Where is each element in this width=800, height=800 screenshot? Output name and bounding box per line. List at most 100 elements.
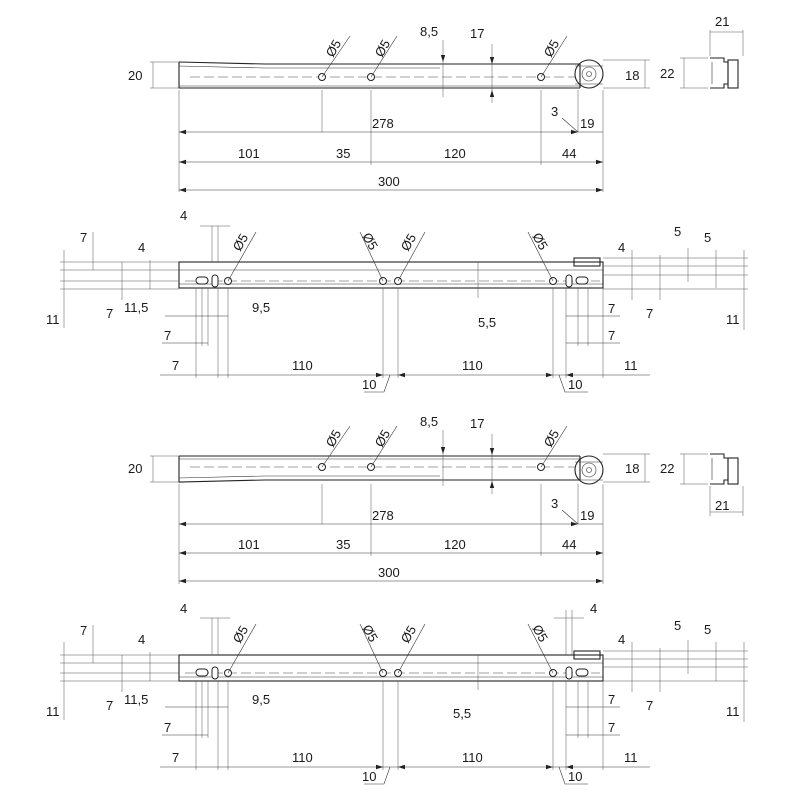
dim-10-b: 10	[568, 769, 582, 784]
dim-r5-a: 5	[674, 618, 681, 633]
dim-19: 19	[580, 116, 594, 131]
profile-cross-section-bottom: 22 21	[660, 453, 744, 516]
dim-d3: Ø5	[398, 623, 420, 646]
dim-r5-b: 5	[704, 622, 711, 637]
dim-110-a: 110	[292, 750, 313, 765]
dim-r5-a: 5	[674, 224, 681, 239]
rail-outline	[178, 455, 581, 483]
dim-d3: Ø5	[541, 37, 563, 60]
dim-4-top: 4	[180, 208, 187, 223]
profile-cross-section-top: 21 22	[660, 14, 744, 89]
dim-r5-b: 5	[704, 230, 711, 245]
dim-120: 120	[444, 537, 466, 552]
dim-300: 300	[378, 174, 400, 189]
dim-r11: 11	[624, 750, 638, 765]
dim-3: 3	[551, 496, 558, 511]
top-view-2: Ø5 Ø5 Ø5 8,5 17 20 18 278 3 19 101 35 12…	[128, 414, 650, 584]
dim-4-a: 4	[138, 240, 145, 255]
dim-11-5: 11,5	[124, 692, 148, 707]
dim-35: 35	[336, 537, 350, 552]
dim-r7-far: 7	[646, 698, 653, 713]
profile-width: 21	[715, 14, 729, 29]
dim-44: 44	[562, 146, 576, 161]
dim-17: 17	[470, 416, 484, 431]
dim-5-5: 5,5	[453, 706, 471, 721]
dim-d1: Ø5	[230, 623, 252, 646]
dim-r7-a: 7	[608, 692, 615, 707]
dim-44: 44	[562, 537, 576, 552]
roller-wheel	[574, 59, 604, 89]
dim-9-5: 9,5	[252, 300, 270, 315]
side-view-1: Ø5 Ø5 Ø5 Ø5 4 7 4 11 7 11,5 9,5 7 7 110 …	[46, 208, 748, 393]
profile-height: 22	[660, 461, 674, 476]
dim-101: 101	[238, 537, 260, 552]
dim-19: 19	[580, 508, 594, 523]
dim-8-5: 8,5	[420, 414, 438, 429]
dim-7-a: 7	[80, 230, 87, 245]
slot	[195, 668, 209, 677]
dim-d4: Ø5	[529, 622, 551, 645]
dim-11: 11	[46, 312, 60, 327]
dim-r7-b: 7	[608, 328, 615, 343]
dim-r11: 11	[624, 358, 638, 373]
slot	[565, 666, 573, 680]
dim-11-5: 11,5	[124, 300, 148, 315]
dim-d2: Ø5	[372, 427, 394, 450]
dim-r4: 4	[618, 632, 625, 647]
dim-110-b: 110	[462, 750, 483, 765]
dim-7-a: 7	[80, 623, 87, 638]
dim-7-b: 7	[106, 698, 113, 713]
slot	[211, 666, 219, 680]
rail-outline	[178, 61, 581, 89]
dim-110-a: 110	[292, 358, 313, 373]
dim-height-18: 18	[625, 68, 639, 83]
dim-9-5: 9,5	[252, 692, 270, 707]
dim-7-d: 7	[172, 750, 179, 765]
dim-17: 17	[470, 26, 484, 41]
dim-278: 278	[372, 508, 394, 523]
dim-r11-far: 11	[726, 312, 740, 327]
dim-10-a: 10	[362, 769, 376, 784]
dim-7-c: 7	[164, 328, 171, 343]
dim-7-d: 7	[172, 358, 179, 373]
dim-r7-a: 7	[608, 301, 615, 316]
dim-4-right: 4	[590, 601, 597, 616]
dim-120: 120	[444, 146, 466, 161]
slot	[565, 274, 573, 288]
dim-d2: Ø5	[359, 622, 381, 645]
dim-278: 278	[372, 116, 394, 131]
dim-r7-b: 7	[608, 720, 615, 735]
dim-11: 11	[46, 704, 60, 719]
slot	[195, 276, 209, 285]
dim-101: 101	[238, 146, 260, 161]
dim-height-20: 20	[128, 68, 142, 83]
rail-outline	[178, 257, 604, 289]
dim-8-5: 8,5	[420, 24, 438, 39]
dim-5-5: 5,5	[478, 315, 496, 330]
dim-r11-far: 11	[726, 704, 740, 719]
dim-7-b: 7	[106, 306, 113, 321]
slot	[211, 274, 219, 288]
slot	[575, 276, 589, 285]
roller-wheel	[574, 455, 604, 485]
profile-height: 22	[660, 66, 674, 81]
side-view-2: Ø5 Ø5 Ø5 Ø5 4 4 7 4 11 7 11,5 9,5 7 7 11…	[46, 601, 748, 785]
dim-4-a: 4	[138, 632, 145, 647]
dim-10-b: 10	[568, 377, 582, 392]
dim-d3: Ø5	[541, 427, 563, 450]
dim-d2: Ø5	[359, 230, 381, 253]
slot	[575, 668, 589, 677]
dim-35: 35	[336, 146, 350, 161]
dim-d1: Ø5	[323, 37, 345, 60]
dim-height-18: 18	[625, 461, 639, 476]
dim-300: 300	[378, 565, 400, 580]
dim-4-top: 4	[180, 601, 187, 616]
profile-width: 21	[715, 498, 729, 513]
dim-height-20: 20	[128, 461, 142, 476]
dim-r4: 4	[618, 240, 625, 255]
dim-d1: Ø5	[230, 231, 252, 254]
dim-d3: Ø5	[398, 231, 420, 254]
dim-3: 3	[551, 104, 558, 119]
dim-110-b: 110	[462, 358, 483, 373]
